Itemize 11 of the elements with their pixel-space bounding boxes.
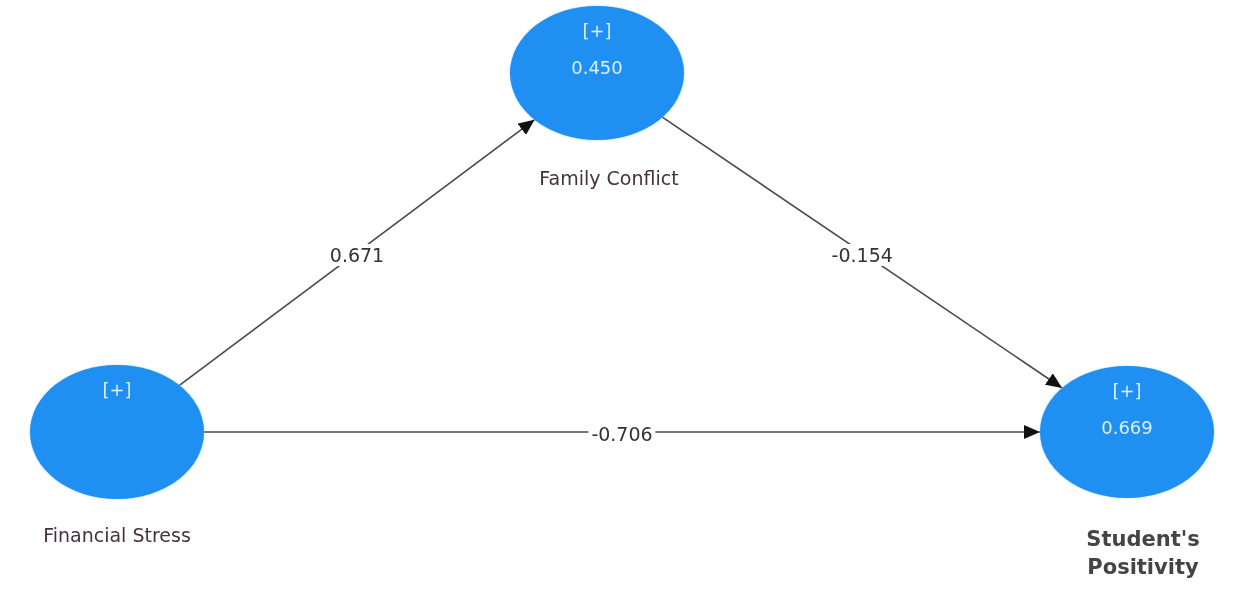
construct-name: Student's Positivity bbox=[1085, 526, 1201, 581]
expand-marker-text: [+] bbox=[102, 379, 132, 401]
expand-marker-text: [+] bbox=[582, 20, 612, 42]
r-squared-value: 0.669 bbox=[1101, 417, 1153, 439]
expand-marker-text: [+] bbox=[1112, 380, 1142, 402]
path-arrow bbox=[203, 425, 1041, 439]
path-arrow bbox=[661, 116, 1063, 389]
r-squared-value: 0.450 bbox=[571, 57, 623, 79]
construct-name: Financial Stress bbox=[42, 523, 192, 547]
path-arrow bbox=[178, 118, 536, 387]
construct-name: Family Conflict bbox=[538, 166, 680, 190]
